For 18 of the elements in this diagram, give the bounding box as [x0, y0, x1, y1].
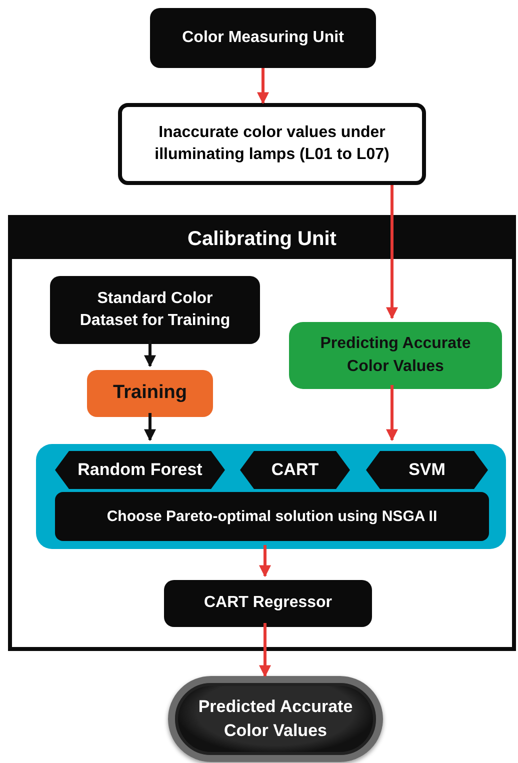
process-box: Choose Pareto-optimal solution using NSGA II: [55, 492, 489, 541]
process-box: Color Measuring Unit: [150, 8, 376, 68]
arrow: [259, 623, 271, 678]
arrow: [144, 340, 156, 368]
arrow: [259, 545, 271, 578]
arrow: [386, 385, 398, 442]
model-panel: [36, 444, 506, 549]
arrow: [144, 413, 156, 442]
terminal-pill: Predicted Accurate Color Values: [168, 676, 383, 762]
process-box: Inaccurate color values under illuminating lamps (L01 to L07): [118, 103, 426, 185]
process-box: Training: [87, 370, 213, 417]
process-box: CART Regressor: [164, 580, 372, 627]
process-box: Standard Color Dataset for Training: [50, 276, 260, 344]
unit-container: [8, 215, 516, 651]
arrow: [386, 185, 398, 320]
unit-title: Calibrating Unit: [188, 227, 336, 252]
arrow: [257, 68, 269, 104]
process-box: Predicting Accurate Color Values: [289, 322, 502, 389]
